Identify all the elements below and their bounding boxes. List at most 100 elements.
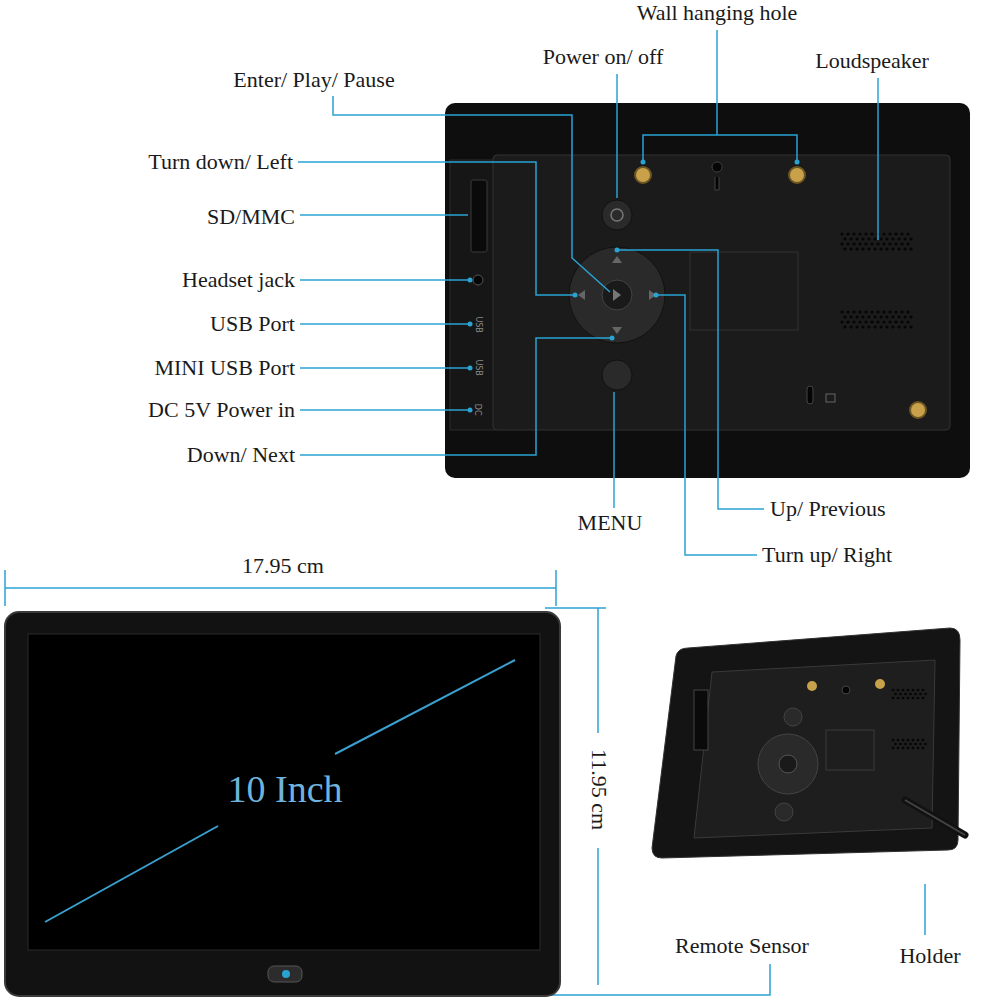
leader-dot xyxy=(610,336,615,341)
grille-hole xyxy=(919,743,922,746)
grille-hole xyxy=(843,325,846,328)
grille-hole xyxy=(900,320,903,323)
part-label: Turn up/ Right xyxy=(762,542,892,567)
grille-hole xyxy=(894,743,897,746)
grille-hole xyxy=(876,242,879,245)
grille-hole xyxy=(864,232,867,235)
grille-hole xyxy=(867,325,870,328)
leader-line xyxy=(300,367,470,369)
leader-line xyxy=(300,279,470,281)
part-label: Down/ Next xyxy=(187,442,295,467)
leader-line xyxy=(298,162,575,295)
grille-hole xyxy=(888,320,891,323)
grille-hole xyxy=(882,310,885,313)
grille-hole xyxy=(885,325,888,328)
grille-hole xyxy=(888,232,891,235)
grille-hole xyxy=(879,237,882,240)
grille-hole xyxy=(894,232,897,235)
grille-hole xyxy=(892,747,895,750)
grille-hole xyxy=(882,242,885,245)
grille-hole xyxy=(870,232,873,235)
grille-hole xyxy=(900,310,903,313)
grille-hole xyxy=(879,325,882,328)
grille-hole xyxy=(861,325,864,328)
leader-line xyxy=(924,884,926,935)
grille-hole xyxy=(882,232,885,235)
dimension-label: 17.95 cm xyxy=(242,553,324,578)
up-arrow xyxy=(612,256,622,263)
grille-hole xyxy=(873,247,876,250)
frame-back xyxy=(445,103,970,478)
leader-line xyxy=(643,135,797,162)
headset-jack xyxy=(473,275,483,285)
grille-hole xyxy=(843,237,846,240)
grille-hole xyxy=(858,310,861,313)
grille-hole xyxy=(879,247,882,250)
grille-hole xyxy=(891,325,894,328)
port-marking: USB xyxy=(473,317,482,333)
grille-hole xyxy=(892,697,895,700)
dimension-line xyxy=(597,848,599,985)
grille-hole xyxy=(849,237,852,240)
grille-hole xyxy=(852,320,855,323)
grille-hole xyxy=(906,310,909,313)
grille-hole xyxy=(858,242,861,245)
grille-hole xyxy=(840,320,843,323)
grille-hole xyxy=(840,232,843,235)
part-label: SD/MMC xyxy=(207,204,295,229)
part-label: Headset jack xyxy=(182,267,295,292)
grille-hole xyxy=(867,315,870,318)
grille-hole xyxy=(897,739,900,742)
leader-dot xyxy=(468,322,473,327)
grille-hole xyxy=(855,325,858,328)
grille-hole xyxy=(897,747,900,750)
grille-hole xyxy=(912,747,915,750)
grille-hole xyxy=(906,242,909,245)
grille-hole xyxy=(899,743,902,746)
grille-hole xyxy=(849,325,852,328)
dimension-line xyxy=(5,587,556,589)
leader-dot xyxy=(795,160,800,165)
grille-hole xyxy=(894,242,897,245)
frame-perspective xyxy=(652,628,965,858)
perspective-housing xyxy=(652,628,960,858)
grille-hole xyxy=(909,237,912,240)
grille-hole xyxy=(899,693,902,696)
grille-hole xyxy=(897,237,900,240)
part-label: Holder xyxy=(899,943,960,968)
grille-hole xyxy=(840,310,843,313)
leader-line xyxy=(716,30,718,135)
leader-line xyxy=(619,250,764,509)
grille-hole xyxy=(846,320,849,323)
grille-hole xyxy=(870,310,873,313)
grille-hole xyxy=(873,315,876,318)
part-label: MINI USB Port xyxy=(154,355,295,380)
grille-hole xyxy=(907,697,910,700)
speaker-grille xyxy=(840,232,912,328)
screw xyxy=(875,679,885,689)
dimension-tick xyxy=(545,607,606,609)
grille-hole xyxy=(902,739,905,742)
diagonal-line xyxy=(45,826,218,922)
menu-button xyxy=(775,803,793,821)
grille-hole xyxy=(922,739,925,742)
direction-pad xyxy=(569,247,665,343)
grille-hole xyxy=(924,743,927,746)
grille-hole xyxy=(906,232,909,235)
grille-hole xyxy=(903,325,906,328)
leader-line xyxy=(300,338,612,455)
grille-hole xyxy=(885,237,888,240)
screen-size-label: 10 Inch xyxy=(227,768,342,812)
grille-hole xyxy=(912,689,915,692)
part-label: Wall hanging hole xyxy=(637,0,798,25)
front-bezel xyxy=(5,612,560,996)
grille-hole xyxy=(891,237,894,240)
power-icon xyxy=(611,209,623,221)
grille-hole xyxy=(903,315,906,318)
grille-hole xyxy=(843,315,846,318)
leader-dot xyxy=(468,408,473,413)
sd-slot xyxy=(694,690,708,750)
grille-hole xyxy=(888,310,891,313)
